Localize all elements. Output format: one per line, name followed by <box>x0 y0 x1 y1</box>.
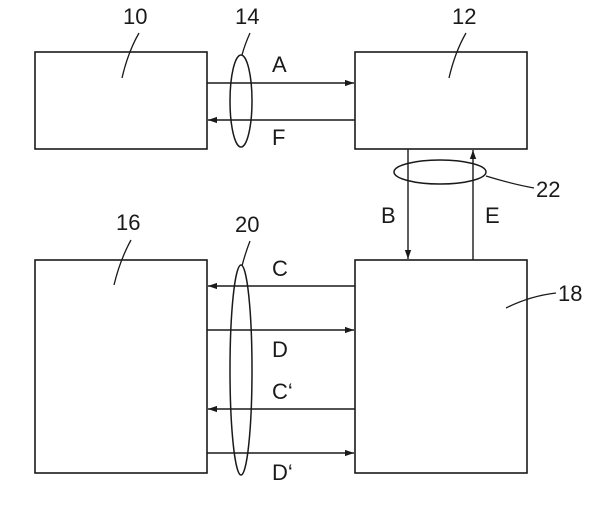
leader-18 <box>505 292 557 309</box>
signal-b-label: B <box>381 203 396 228</box>
block-10 <box>34 51 208 150</box>
leader-22 <box>485 175 535 189</box>
signal-e-label: E <box>485 203 500 228</box>
leader-14 <box>241 32 251 56</box>
label-10: 10 <box>123 4 147 29</box>
signal-a-label: A <box>272 52 287 77</box>
bundle-22-ellipse <box>393 159 487 185</box>
leader-16 <box>113 239 132 286</box>
label-18: 18 <box>558 281 582 306</box>
leader-12 <box>448 32 467 79</box>
label-16: 16 <box>116 210 140 235</box>
block-18 <box>354 259 528 474</box>
label-12: 12 <box>452 4 476 29</box>
block-12 <box>354 51 528 150</box>
signal-f-label: F <box>272 125 285 150</box>
signal-c-label: C <box>272 256 288 281</box>
signal-c-prime-label: C‘ <box>272 379 293 404</box>
signal-d-label: D <box>272 337 288 362</box>
signal-d-prime-label: D‘ <box>272 460 293 485</box>
bundle-14-ellipse <box>229 54 253 148</box>
label-20: 20 <box>235 212 259 237</box>
label-22: 22 <box>536 177 560 202</box>
block-16 <box>34 259 208 474</box>
leader-20 <box>241 240 251 267</box>
leader-10 <box>121 32 140 79</box>
label-14: 14 <box>235 4 259 29</box>
bundle-20-ellipse <box>229 264 253 476</box>
